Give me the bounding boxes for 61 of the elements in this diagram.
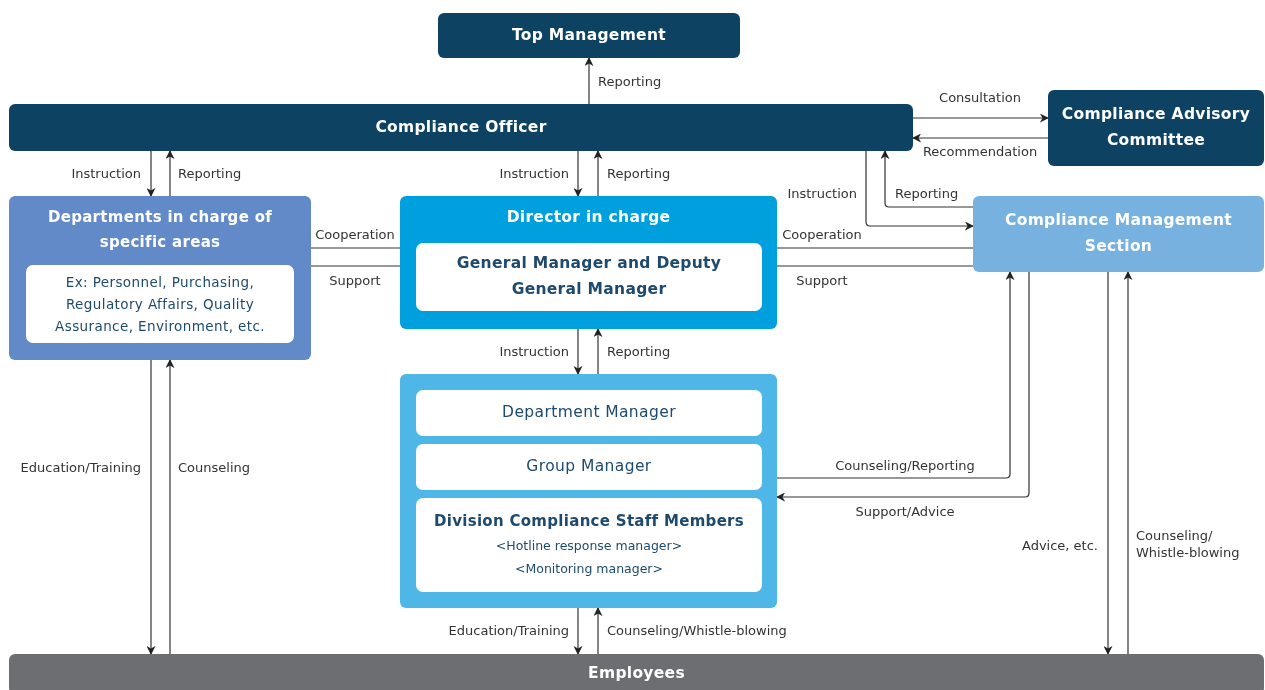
arrow (165, 150, 175, 197)
org-box (1048, 90, 1264, 166)
box-title: Top Management (512, 24, 666, 46)
box-title: Compliance Advisory Committee (1060, 104, 1252, 151)
arrow (593, 150, 603, 197)
edge-label: Reporting (605, 344, 673, 361)
org-box (416, 390, 762, 436)
edge-label: Cooperation (780, 227, 864, 244)
arrow (776, 271, 1015, 479)
arrow (146, 359, 156, 655)
arrow (912, 133, 1049, 143)
arrow (593, 328, 603, 375)
org-box (416, 444, 762, 490)
edge-label: Support (794, 273, 850, 290)
box-title: Director in charge (506, 207, 671, 228)
box-title: Group Manager (526, 456, 652, 478)
edge-label: Counseling/Reporting (833, 458, 977, 475)
arrow (573, 328, 583, 375)
arrow (880, 150, 974, 208)
org-box (26, 265, 294, 343)
arrow (573, 150, 583, 197)
edge-label: Cooperation (313, 227, 397, 244)
edge-label: Support (327, 273, 383, 290)
box-title: General Manager and Deputy General Manager (455, 253, 723, 300)
org-box (9, 196, 311, 360)
edge-label: Reporting (596, 74, 664, 91)
arrow (165, 359, 175, 655)
org-box (400, 196, 777, 329)
arrow (1123, 271, 1133, 655)
org-box (438, 13, 740, 58)
edge-label: Counseling/Whistle-blowing (605, 623, 789, 640)
box-title: Compliance Management Section (1004, 210, 1233, 257)
box-title: Ex: Personnel, Purchasing, Regulatory Affairs, Quality Assurance, Environment, etc. (54, 272, 266, 337)
org-box (9, 654, 1264, 690)
org-box (973, 196, 1264, 272)
box-title: Departments in charge of specific areas (46, 207, 274, 253)
arrow (865, 150, 974, 231)
arrow (912, 113, 1049, 123)
box-title: Division Compliance Staff Members (433, 510, 745, 532)
edge-label: Reporting (893, 186, 961, 203)
arrow (776, 271, 1030, 502)
arrow (146, 150, 156, 197)
edge-label: Counseling (176, 460, 252, 477)
edge-label: Reporting (605, 166, 673, 183)
org-box (416, 243, 762, 311)
edge-label: Education/Training (18, 460, 143, 477)
edge-label: Reporting (176, 166, 244, 183)
group-box (400, 374, 777, 608)
box-subtitle: <Monitoring manager> (515, 560, 663, 579)
arrow (593, 607, 603, 655)
box-title: Compliance Officer (375, 116, 547, 138)
edge-label: Education/Training (446, 623, 571, 640)
org-box (416, 498, 762, 592)
box-title: Employees (588, 663, 685, 685)
box-subtitle: <Hotline response manager> (495, 536, 683, 555)
arrow (1103, 271, 1113, 655)
org-box (9, 104, 913, 151)
arrow (584, 57, 594, 105)
arrow (573, 607, 583, 655)
edge-label: Support/Advice (853, 504, 957, 521)
box-title: Department Manager (502, 402, 676, 424)
